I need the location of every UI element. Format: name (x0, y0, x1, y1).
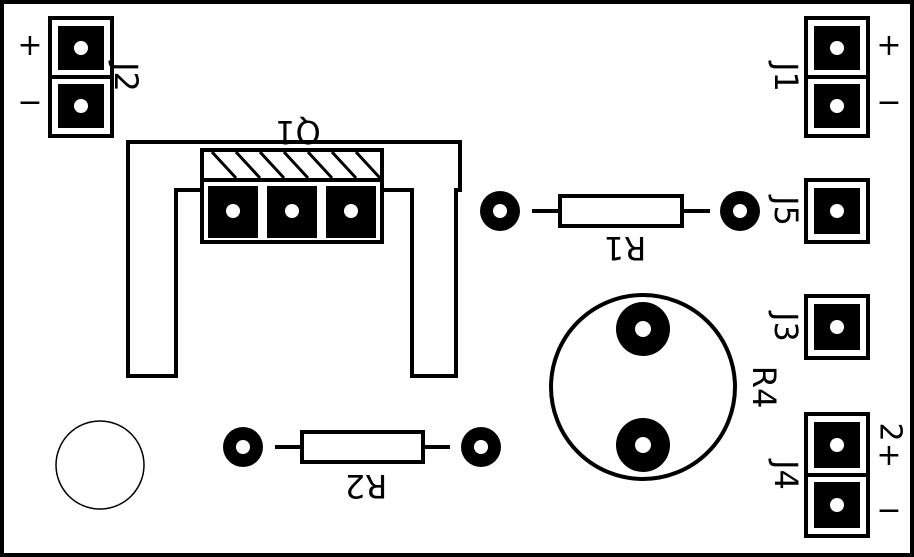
q1-label: Q1 (275, 113, 321, 151)
j2-minus-sign: − (17, 85, 42, 120)
j5-label: J5 (767, 194, 805, 226)
connector-j3 (804, 294, 870, 360)
j4-plus-sign: + (876, 438, 901, 473)
component-r4 (549, 293, 737, 481)
mounting-hole (55, 420, 145, 510)
r2-label: R2 (345, 467, 388, 505)
j2-label: J2 (107, 60, 145, 92)
j4-minus-sign: − (876, 493, 901, 528)
r1-label: R1 (604, 229, 647, 267)
j1-minus-sign: − (876, 85, 901, 120)
resistor-r1 (480, 191, 760, 231)
j4-extra-mark: 2 (873, 422, 908, 441)
r4-label: R4 (745, 366, 783, 409)
transistor-q1 (126, 140, 462, 378)
j1-plus-sign: + (876, 28, 901, 63)
connector-j1 (804, 16, 870, 138)
j4-label: J4 (767, 458, 805, 490)
j2-plus-sign: + (17, 28, 42, 63)
j3-label: J3 (767, 310, 805, 342)
connector-j5 (804, 178, 870, 244)
connector-j2 (48, 16, 114, 138)
connector-j4 (804, 412, 870, 538)
resistor-r2 (223, 427, 501, 467)
j1-label: J1 (767, 60, 805, 92)
